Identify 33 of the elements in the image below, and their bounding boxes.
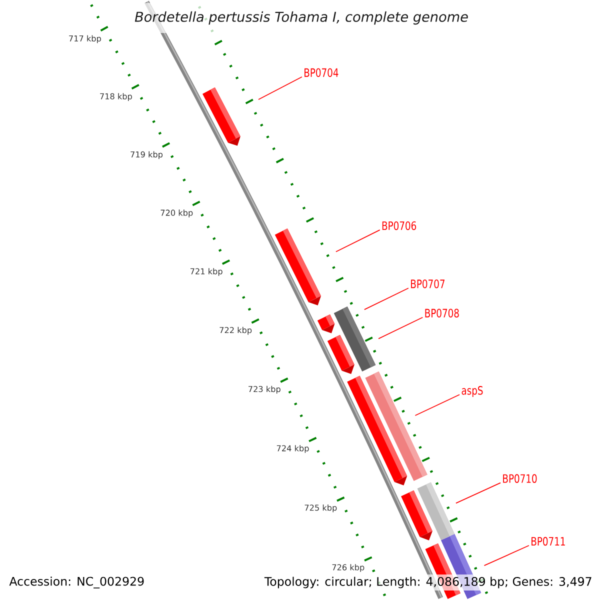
gene-label: BP0707: [411, 280, 444, 288]
leader-line: [335, 229, 380, 252]
tick-label: 717 kbp: [69, 35, 101, 44]
footer-text: Topology: circular; Length: 4,086,189 bp; Genes: 3,497: [262, 574, 594, 590]
gene-block: [317, 314, 335, 334]
leader-line: [364, 288, 409, 310]
tick-label: 724 kbp: [276, 445, 309, 453]
gene-label: BP0704: [304, 68, 338, 78]
leader-line: [378, 316, 424, 340]
gene-block: [274, 228, 321, 306]
gene-label: BP0711: [532, 536, 565, 546]
gene-label: aspS: [462, 386, 483, 398]
tick-label: 718 kbp: [100, 93, 132, 101]
tick-label: 721 kbp: [190, 268, 222, 276]
gene-label: BP0710: [503, 474, 537, 483]
leader-line: [414, 394, 460, 416]
tick-label: 725 kbp: [304, 504, 337, 512]
footer-text: Accession: NC_002929: [7, 574, 147, 590]
tick-label: 719 kbp: [130, 151, 163, 160]
leader-line: [484, 545, 530, 566]
tick-label: 720 kbp: [160, 210, 193, 218]
tick-label: 723 kbp: [248, 386, 280, 394]
leader-line: [258, 76, 302, 100]
tick-label: 722 kbp: [220, 326, 252, 335]
gene-block: [202, 87, 240, 146]
gene-label: BP0706: [382, 221, 416, 230]
title: Bordetella pertussis Tohama I, complete genome: [130, 3, 474, 33]
feature-bar: [417, 482, 455, 540]
feature-bar: [334, 306, 376, 372]
feature-bar: [365, 371, 428, 481]
leader-line: [456, 482, 501, 504]
gene-label: BP0708: [425, 308, 459, 318]
tick-label: 726 kbp: [332, 564, 364, 572]
